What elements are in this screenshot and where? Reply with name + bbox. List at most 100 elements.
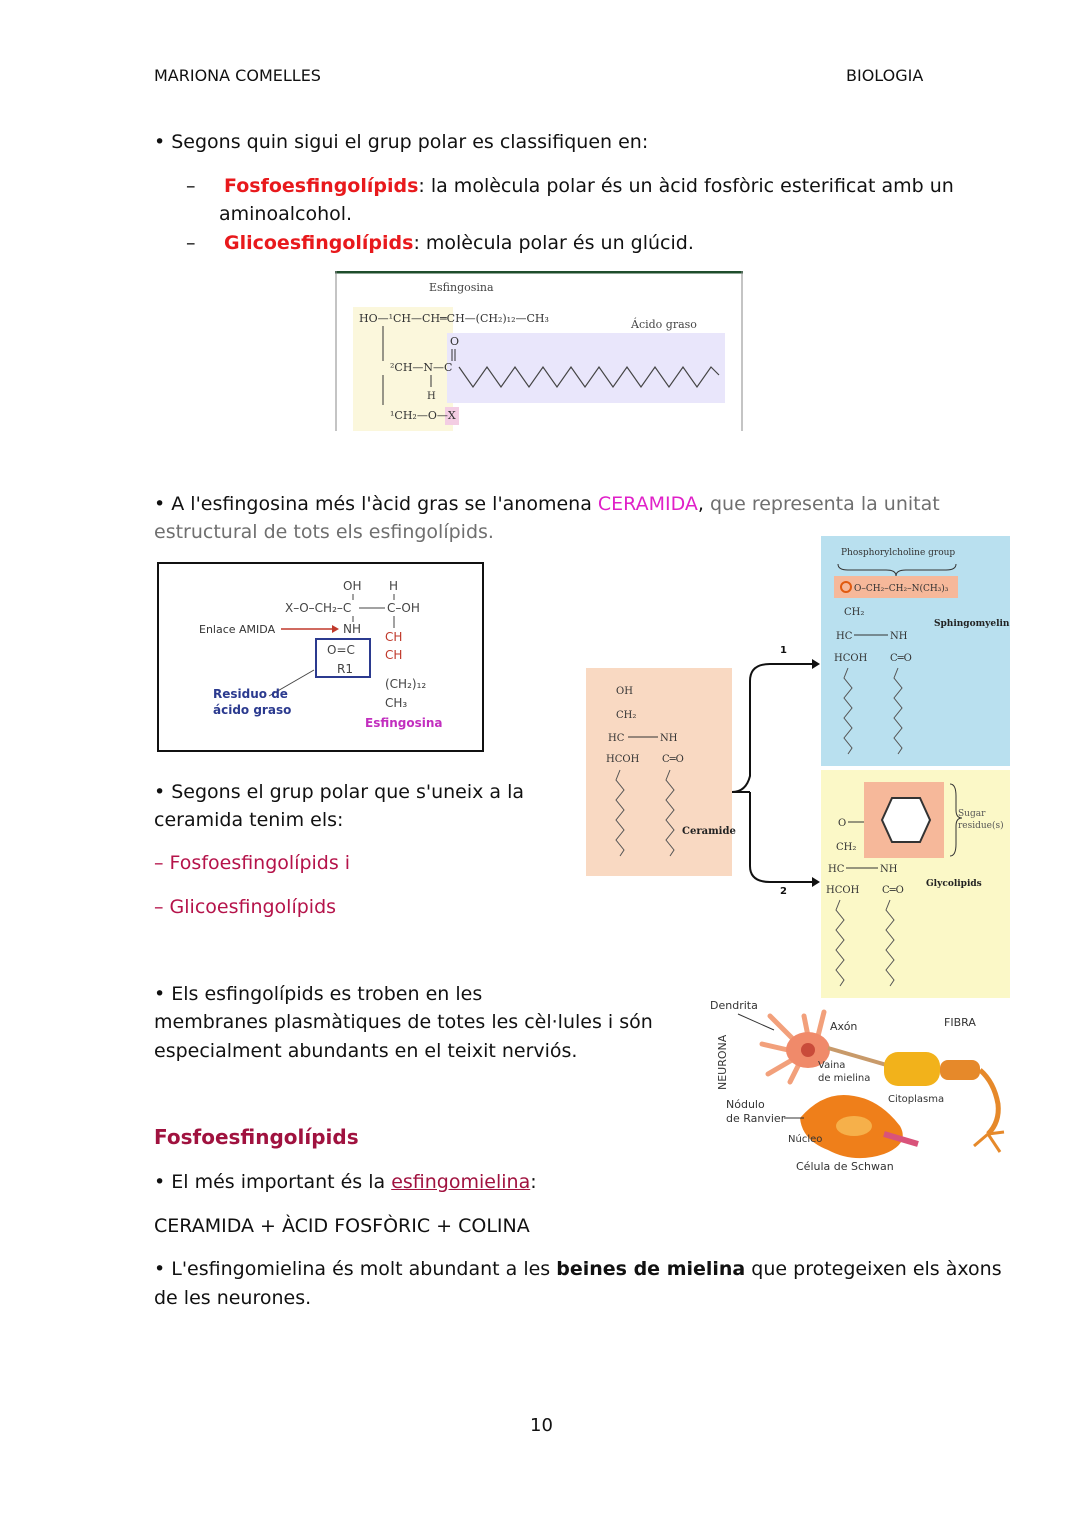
polar-group-line1: • Segons el grup polar que s'uneix a la — [154, 781, 525, 803]
section-heading-phosphosphingolipids: Fosfoesfingolípids — [154, 1125, 359, 1149]
sugar-label: Sugar — [958, 809, 986, 819]
comma: , — [697, 493, 704, 515]
list-glycosphingolipids: – Glicoesfingolípids — [154, 896, 337, 918]
gl-ch2: CH₂ — [836, 842, 856, 853]
h-label: H — [389, 579, 398, 593]
fatty-acid-highlight — [447, 333, 725, 403]
gl-co: C═O — [882, 885, 904, 896]
polar-group-line2: ceramida tenim els: — [154, 809, 344, 831]
sphingosine-row2: ²CH—N—C — [390, 361, 452, 374]
myelin-sentence: • L'esfingomielina és molt abundant a le… — [154, 1255, 1002, 1284]
sm-nh: NH — [890, 631, 908, 642]
esfingosina-label: Esfingosina — [365, 716, 443, 730]
myelin-sentence-line2: de les neurones. — [154, 1287, 312, 1309]
sm-hcoh: HCOH — [834, 653, 868, 664]
fatty-acid-chain — [458, 365, 720, 389]
ceramide-label: Ceramide — [682, 826, 736, 837]
citoplasma-label: Citoplasma — [888, 1094, 944, 1105]
intro-text: • El més important és la — [154, 1171, 392, 1193]
term-phosphosphingolipids: Fosfoesfingolípids — [224, 175, 419, 197]
myelin-bold: beines de mielina — [556, 1258, 746, 1280]
term-glycosphingolipids: Glicoesfingolípids — [224, 232, 414, 254]
choline-formula: O–CH₂–CH₂–N(CH₃)₃ — [854, 583, 949, 594]
ch-label-2: CH — [385, 648, 402, 662]
r1-label: R1 — [337, 662, 353, 676]
enlace-amida-label: Enlace AMIDA — [199, 623, 276, 636]
ceramide-ch2: CH₂ — [616, 710, 636, 721]
sm-ch2: CH₂ — [844, 607, 864, 618]
list-item-dash: – — [186, 232, 196, 254]
neuron-myelin-figure: Dendrita FIBRA NEURONA Axón Vaina de mie… — [710, 999, 1005, 1173]
neurona-label: NEURONA — [716, 1034, 729, 1090]
oh-label: OH — [343, 579, 361, 593]
ceramide-paragraph: • A l'esfingosina més l'àcid gras se l'a… — [154, 490, 940, 519]
list-phosphosphingolipids: – Fosfoesfingolípids i — [154, 852, 351, 874]
sphingomyelin-intro: • El més important és la esfingomielina: — [154, 1168, 537, 1197]
amide-box — [315, 638, 371, 678]
classification-intro: • Segons quin sigui el grup polar es cla… — [154, 131, 649, 153]
x-group-highlight — [445, 407, 459, 425]
ch3-label: CH₃ — [385, 696, 407, 710]
gl-hcoh: HCOH — [826, 885, 860, 896]
sphingomyelin-link[interactable]: esfingomielina — [391, 1171, 531, 1193]
myelin-text: • L'esfingomielina és molt abundant a le… — [154, 1258, 557, 1280]
residuo-label-1: Residuo de — [213, 687, 288, 701]
sugar-label-2: residue(s) — [958, 820, 1004, 831]
schwann-cell — [800, 1094, 919, 1159]
carbonyl-o: O — [450, 335, 459, 348]
gl-hc: HC — [828, 864, 845, 875]
nh-label: NH — [343, 622, 361, 636]
ceramide-hcoh: HCOH — [606, 754, 640, 765]
phosphorylcholine-box — [834, 576, 958, 598]
list-item-phosphosphingolipids: Fosfoesfingolípids: la molècula polar és… — [224, 172, 954, 201]
sugar-ring — [880, 797, 932, 843]
oc-label: O=C — [327, 643, 355, 657]
ch2-12-label: (CH₂)₁₂ — [385, 677, 426, 691]
list-item-dash: – — [186, 175, 196, 197]
sm-hc: HC — [836, 631, 853, 642]
gl-o: O — [838, 818, 846, 829]
definition-text: : molècula polar és un glúcid. — [413, 232, 694, 254]
page-number: 10 — [530, 1415, 553, 1436]
ceramide-desc-line2: estructural de tots els esfingolípids. — [154, 521, 494, 543]
arrow-label-2: 2 — [780, 886, 787, 897]
ceramide-text: • A l'esfingosina més l'àcid gras se l'a… — [154, 493, 598, 515]
axon-label: Axón — [830, 1020, 857, 1033]
ceramide-derivatives-figure: OH CH₂ HC NH HCOH C═O Ceramide 1 2 Phosp… — [586, 536, 1010, 998]
colon: : — [530, 1171, 537, 1193]
nodulo-label-2: de Ranvier — [726, 1112, 786, 1125]
fibra-label: FIBRA — [944, 1016, 976, 1029]
c-oh-label: C–OH — [387, 601, 420, 615]
ceramide-desc: que representa la unitat — [703, 493, 940, 515]
vaina-label-2: de mielina — [818, 1073, 870, 1084]
x-o-ch2-label: X–O–CH₂–C — [285, 601, 351, 615]
ceramide-nh: NH — [660, 733, 678, 744]
phosphorylcholine-label: Phosphorylcholine group — [841, 548, 955, 558]
sphingosine-highlight — [353, 307, 453, 431]
myelin-sheath-upper — [884, 1052, 1005, 1153]
sphingomyelin-panel — [821, 536, 1010, 766]
header-author: MARIONA COMELLES — [154, 66, 321, 85]
amide-h: H — [427, 391, 436, 402]
location-line1: • Els esfingolípids es troben en les — [154, 983, 483, 1005]
glycolipids-label: Glycolipids — [926, 879, 982, 889]
sphingolipid-structure-figure: Esfingosina Ácido graso HO—¹CH—CH═CH—(CH… — [335, 271, 743, 431]
schwan-label: Célula de Schwan — [796, 1160, 894, 1173]
definition-text: : la molècula polar és un àcid fosfòric … — [418, 175, 954, 197]
label-fatty-acid: Ácido graso — [630, 317, 697, 331]
myelin-rest: que protegeixen els àxons — [745, 1258, 1002, 1280]
ceramide-co: C═O — [662, 754, 684, 765]
label-sphingosine: Esfingosina — [429, 281, 494, 294]
dendrita-label: Dendrita — [710, 999, 758, 1012]
nucleo-label: Núcleo — [788, 1133, 822, 1145]
sphingomyelin-formula: CERAMIDA + ÀCID FOSFÒRIC + COLINA — [154, 1215, 530, 1237]
location-line2: membranes plasmàtiques de totes les cèl·… — [154, 1011, 653, 1033]
ceramide-term: CERAMIDA — [597, 493, 698, 515]
sphingosine-row1: HO—¹CH—CH═CH—(CH₂)₁₂—CH₃ — [359, 312, 549, 325]
sphingosine-row3: ¹CH₂—O—X — [390, 409, 456, 422]
residuo-label-2: ácido graso — [213, 703, 291, 717]
vaina-label-1: Vaina — [818, 1060, 845, 1071]
gl-nh: NH — [880, 864, 898, 875]
header-subject: BIOLOGIA — [846, 66, 924, 85]
location-line3: especialment abundants en el teixit nerv… — [154, 1040, 578, 1062]
